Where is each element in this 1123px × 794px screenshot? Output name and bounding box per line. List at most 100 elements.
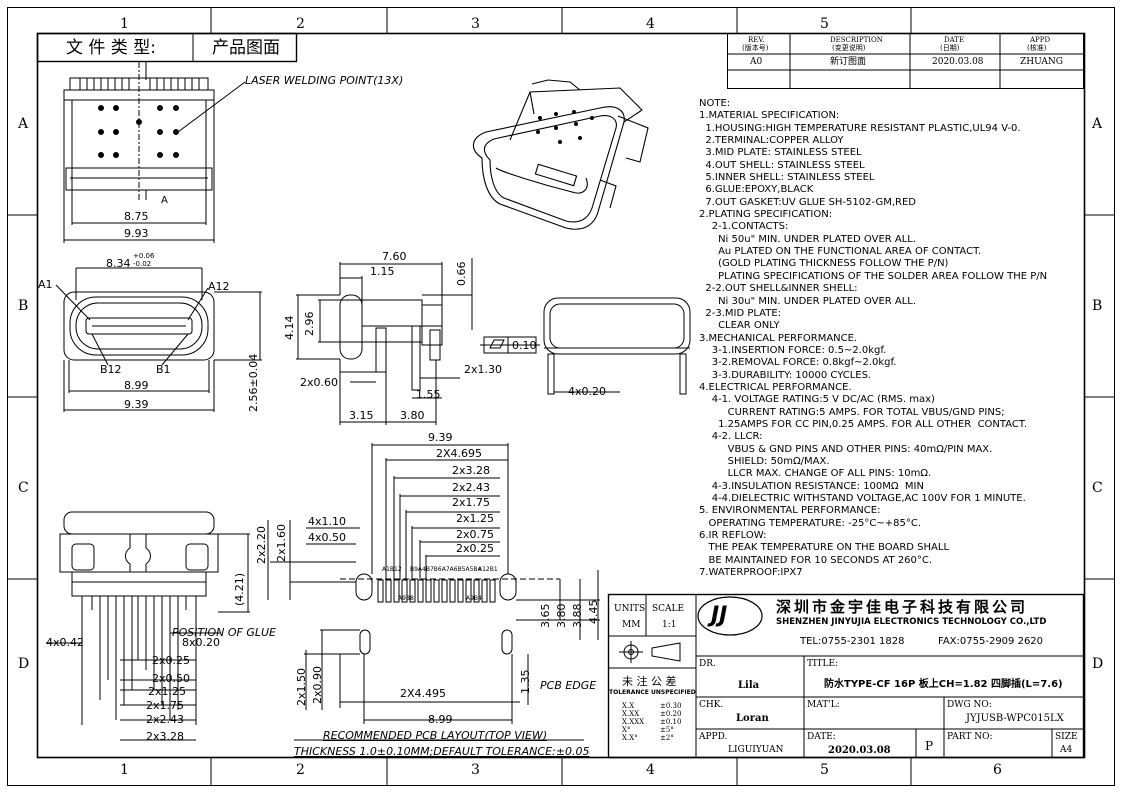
note-line: 2.PLATING SPECIFICATION: — [699, 209, 833, 221]
dim-1-55: 1.55 — [416, 388, 441, 401]
dim-0-66: 0.66 — [455, 261, 468, 287]
dim-2x1-25-top: 2x1.25 — [456, 512, 495, 525]
note-line: 3-2.REMOVAL FORCE: 0.8kgf~2.0kgf. — [699, 357, 897, 369]
pcb-layout — [267, 443, 600, 758]
row-label-b: B — [18, 298, 29, 314]
dim-2x1-50: 2x1.50 — [295, 667, 308, 706]
note-line: 7.WATERPROOF:IPX7 — [699, 567, 803, 579]
note-line: 4.ELECTRICAL PERFORMANCE. — [699, 381, 852, 393]
part-number-label: PART NO: — [947, 732, 993, 742]
row-label-a-right: A — [1092, 116, 1103, 132]
dim-2x4-695: 2X4.695 — [436, 447, 483, 460]
rear-view — [480, 297, 691, 395]
dim-2x1-75-top: 2x1.75 — [452, 496, 491, 509]
dim-2x0-25-bottom: 2x0.25 — [152, 654, 191, 667]
note-line: 3-1.INSERTION FORCE: 0.5~2.0kgf. — [699, 344, 887, 356]
dim-2x2-43-bottom: 2x2.43 — [146, 713, 185, 726]
iso-view — [472, 79, 649, 230]
revision-table — [727, 33, 1084, 89]
col-label-4-bottom: 4 — [646, 762, 655, 778]
row-label-c-right: C — [1092, 480, 1103, 496]
dim-9-39-front: 9.39 — [124, 398, 149, 411]
dim-2x1-30: 2x1.30 — [464, 363, 503, 376]
dim-2x3-28-bottom: 2x3.28 — [146, 730, 185, 743]
note-line: 3.MECHANICAL PERFORMANCE. — [699, 332, 858, 344]
note-line: 6.GLUE:EPOXY,BLACK — [699, 184, 814, 196]
dim-4x0-20: 4x0.20 — [568, 385, 607, 398]
dim-8x0-20: 8x0.20 — [182, 636, 221, 649]
col-label-3-bottom: 3 — [471, 762, 480, 778]
doc-type-label: 文 件 类 型: — [66, 38, 156, 58]
scale-value: 1:1 — [662, 620, 677, 630]
note-line: Ni 30u" MIN. UNDER PLATED OVER ALL. — [699, 295, 917, 307]
dim-7-60: 7.60 — [382, 250, 407, 263]
date-label: DATE: — [807, 732, 836, 742]
note-line: 6.IR REFLOW: — [699, 530, 767, 542]
dim-9-39-pcb: 9.39 — [428, 431, 453, 444]
note-line: Ni 50u" MIN. UNDER PLATED OVER ALL. — [699, 233, 917, 245]
note-line: 3-3.DURABILITY: 10000 CYCLES. — [699, 369, 872, 381]
notes-block: NOTE:1.MATERIAL SPECIFICATION: 1.HOUSING… — [699, 98, 1084, 579]
row-label-c: C — [18, 480, 29, 496]
row-label-b-right: B — [1092, 298, 1103, 314]
note-line: LLCR MAX. CHANGE OF ALL PINS: 10mΩ. — [699, 468, 932, 480]
note-line: CLEAR ONLY — [699, 320, 780, 332]
col-label-2-bottom: 2 — [296, 762, 305, 778]
dim-8-99-pcb: 8.99 — [428, 713, 453, 726]
laser-welding-label: LASER WELDING POINT(13X) — [245, 74, 404, 87]
dim-1-15: 1.15 — [370, 265, 395, 278]
dim-4x0-42: 4x0.42 — [46, 636, 85, 649]
note-line: 1.MATERIAL SPECIFICATION: — [699, 110, 840, 122]
material-label: MAT'L: — [807, 700, 840, 710]
rev-value: A0 — [750, 57, 763, 67]
drawing-number-label: DWG NO: — [947, 700, 992, 710]
note-line: 1.HOUSING:HIGH TEMPERATURE RESISTANT PLA… — [699, 122, 1021, 134]
dim-2x0-75: 2x0.75 — [456, 528, 495, 541]
dim-2x4-495: 2X4.495 — [400, 687, 447, 700]
checked-by-value: Loran — [736, 713, 769, 724]
pin-b4-label: A9B4 — [466, 595, 482, 602]
tolerance-key: X.X — [622, 702, 635, 710]
drawing-number-value: JYJUSB-WPC015LX — [966, 713, 1064, 724]
dim-1-35: 1.35 — [519, 669, 532, 695]
drawn-by-label: DR. — [699, 659, 716, 669]
pin-row-end: A12B1 — [478, 566, 498, 573]
note-line: 2-1.CONTACTS: — [699, 221, 789, 233]
note-line: SHIELD: 50mΩ/MAX. — [699, 455, 830, 467]
pin-row-mid: B9A4B7B6A7A6B5A5B4 — [410, 566, 482, 573]
pcb-layout-title: RECOMMENDED PCB LAYOUT(TOP VIEW) — [323, 729, 548, 742]
dim-4-21: (4.21) — [233, 572, 246, 606]
date-value: 2020.03.08 — [932, 57, 984, 67]
dim-3-80: 3.80 — [400, 409, 425, 422]
col-label-6-bottom: 6 — [993, 762, 1002, 778]
bottom-view — [46, 511, 250, 741]
note-line: 2.TERMINAL:COPPER ALLOY — [699, 135, 844, 147]
dim-3-15: 3.15 — [349, 409, 374, 422]
desc-value: 新订图面 — [830, 57, 867, 67]
pcb-edge-label: PCB EDGE — [540, 679, 597, 692]
units-label: UNITS — [614, 604, 646, 614]
dim-4x1-10: 4x1.10 — [308, 515, 347, 528]
tolerance-key: X.X° — [622, 734, 638, 742]
note-line: VBUS & GND PINS AND OTHER PINS: 40mΩ/PIN… — [699, 443, 993, 455]
dim-2x1-75-bottom: 2x1.75 — [146, 699, 185, 712]
dim-2x0-90: 2x0.90 — [311, 665, 324, 704]
note-line: PLATING SPECIFICATIONS OF THE SOLDER ARE… — [699, 270, 1048, 282]
dim-9-93: 9.93 — [124, 227, 149, 240]
col-label-2: 2 — [296, 16, 305, 32]
doc-type-box — [36, 32, 298, 63]
rev-head: REV. — [748, 36, 765, 44]
doc-type-value: 产品图面 — [212, 38, 280, 58]
pin-a1-label: A1 — [38, 278, 53, 291]
note-line: 5.INNER SHELL: STAINLESS STEEL — [699, 172, 875, 184]
note-line: 5. ENVIRONMENTAL PERFORMANCE: — [699, 505, 881, 517]
dim-2x3-28-top: 2x3.28 — [452, 464, 491, 477]
note-line: 4-2. LLCR: — [699, 431, 763, 443]
side-view — [296, 258, 473, 425]
company-logo-text: JJ — [711, 603, 728, 628]
dim-8-75: 8.75 — [124, 210, 149, 223]
tolerance-value: ±2° — [660, 734, 674, 742]
desc-head-cn: (变更说明) — [832, 44, 866, 52]
outer-border — [7, 7, 1115, 786]
